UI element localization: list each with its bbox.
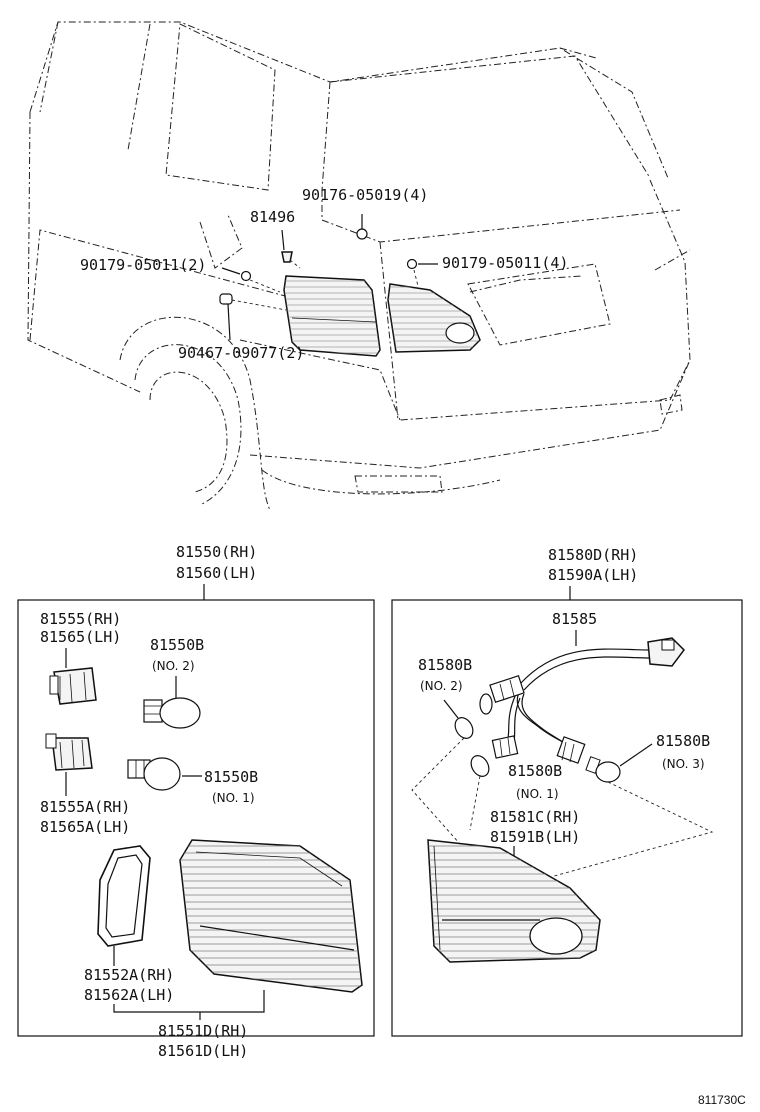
label-81496: 81496	[250, 208, 295, 226]
label-81580b-center: 81580B	[508, 762, 562, 780]
bulb-81580b-no3	[585, 756, 621, 783]
label-81550b-top-no: (NO. 2)	[152, 659, 195, 673]
bulb-81580b-no2	[454, 717, 474, 739]
label-90176: 90176-05019(4)	[302, 186, 428, 204]
figure-code: 811730C	[698, 1093, 746, 1107]
inner-lamp-assembly-box	[391, 599, 743, 1037]
label-81562a-lh: 81562A(LH)	[84, 986, 174, 1004]
outer-lamp-assembly-box	[17, 599, 375, 1037]
label-81565-lh: 81565(LH)	[40, 628, 121, 646]
vehicle-tail-lamp-outer	[283, 275, 381, 357]
label-81555-rh: 81555(RH)	[40, 610, 121, 628]
label-81580b-center-no: (NO. 1)	[516, 787, 559, 801]
label-81551d-rh: 81551D(RH)	[158, 1022, 248, 1040]
wire-harness-81585	[479, 637, 685, 764]
clip-90179-right	[406, 258, 438, 287]
label-81550b-mid: 81550B	[204, 768, 258, 786]
label-81560-lh: 81560(LH)	[176, 564, 257, 582]
label-81580b-left: 81580B	[418, 656, 472, 674]
label-81561d-lh: 81561D(LH)	[158, 1042, 248, 1060]
bulb-81550b-no2	[143, 697, 201, 729]
label-81580b-left-no: (NO. 2)	[420, 679, 463, 693]
socket-81555a	[45, 733, 93, 771]
bulb-81580b-no1	[470, 755, 490, 777]
label-81590a-lh: 81590A(LH)	[548, 566, 638, 584]
lens-81581c	[427, 839, 601, 963]
label-81550-rh: 81550(RH)	[176, 543, 257, 561]
lens-81551d	[179, 839, 363, 993]
label-81550b-top: 81550B	[150, 636, 204, 654]
grommet-90467	[219, 293, 287, 341]
label-81580b-right-no: (NO. 3)	[662, 757, 705, 771]
gasket-81552a	[97, 845, 151, 947]
clip-90176	[356, 214, 368, 240]
label-81565a-lh: 81565A(LH)	[40, 818, 130, 836]
label-81580d-rh: 81580D(RH)	[548, 546, 638, 564]
label-90467: 90467-09077(2)	[178, 344, 304, 362]
label-81555a-rh: 81555A(RH)	[40, 798, 130, 816]
label-81581c-rh: 81581C(RH)	[490, 808, 580, 826]
bulb-81550b-no1	[127, 757, 181, 791]
vehicle-illustration	[27, 21, 691, 511]
vehicle-tail-lamp-inner	[387, 283, 481, 353]
screw-81496	[281, 251, 301, 269]
clip-90179-left	[240, 270, 281, 293]
label-81580b-right: 81580B	[656, 732, 710, 750]
label-90179-right: 90179-05011(4)	[442, 254, 568, 272]
socket-81555	[49, 667, 97, 705]
label-90179-left: 90179-05011(2)	[80, 256, 206, 274]
label-81591b-lh: 81591B(LH)	[490, 828, 580, 846]
label-81552a-rh: 81552A(RH)	[84, 966, 174, 984]
label-81550b-mid-no: (NO. 1)	[212, 791, 255, 805]
label-81585: 81585	[552, 610, 597, 628]
